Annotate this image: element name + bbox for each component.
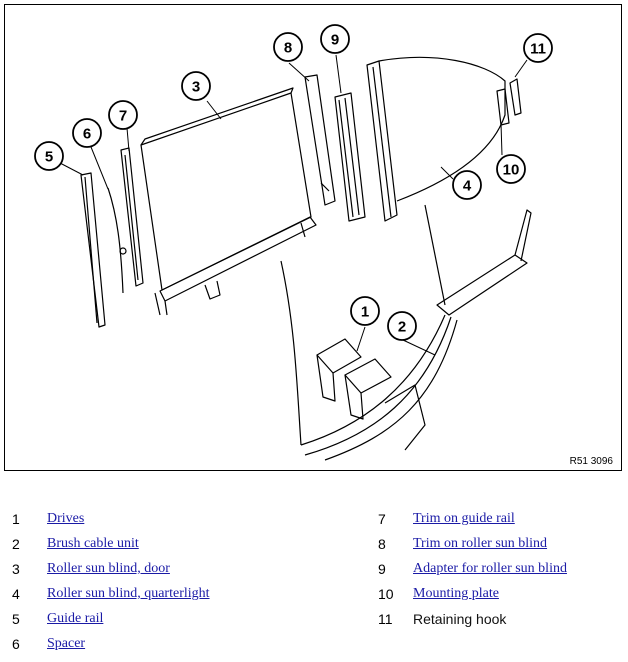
legend-item: 7 Trim on guide rail <box>378 508 618 530</box>
legend-item: 9 Adapter for roller sun blind <box>378 558 618 580</box>
legend-item-number: 7 <box>378 511 386 527</box>
legend-item-link[interactable]: Roller sun blind, quarterlight <box>47 586 210 601</box>
legend-item-link[interactable]: Drives <box>47 511 85 526</box>
legend-item-number: 4 <box>12 586 20 602</box>
callout-8: 8 <box>284 40 292 57</box>
callout-11: 11 <box>530 41 546 58</box>
trim-roller-blind-part <box>304 74 336 206</box>
legend-item-number: 9 <box>378 561 386 577</box>
callout-4: 4 <box>463 178 472 195</box>
legend-item-number: 6 <box>12 636 20 652</box>
legend-item-label: Retaining hook <box>413 611 507 627</box>
adapter-part <box>334 92 366 222</box>
exploded-diagram: 5 6 7 3 8 9 4 10 11 1 2 R51 3096 <box>4 4 622 471</box>
legend-item-link[interactable]: Mounting plate <box>413 586 499 601</box>
legend-item-number: 8 <box>378 536 386 552</box>
callout-7: 7 <box>119 108 127 125</box>
legend-item: 6 Spacer <box>12 633 252 655</box>
legend-item-number: 3 <box>12 561 20 577</box>
legend-item: 11 Retaining hook <box>378 608 618 630</box>
legend-item: 3 Roller sun blind, door <box>12 558 252 580</box>
legend-item: 1 Drives <box>12 508 252 530</box>
trim-guide-rail-part <box>120 147 144 287</box>
brush-cable-part <box>280 260 302 446</box>
callout-2: 2 <box>398 319 406 336</box>
legend-item-link[interactable]: Roller sun blind, door <box>47 561 170 576</box>
roller-blind-door-part <box>140 92 312 291</box>
legend-item-number: 1 <box>12 511 20 527</box>
legend-item: 4 Roller sun blind, quarterlight <box>12 583 252 605</box>
legend-item-link[interactable]: Brush cable unit <box>47 536 139 551</box>
legend-item: 5 Guide rail <box>12 608 252 630</box>
legend-item-link[interactable]: Trim on guide rail <box>413 511 515 526</box>
legend-item: 10 Mounting plate <box>378 583 618 605</box>
callout-6: 6 <box>83 126 91 143</box>
legend-item-number: 11 <box>378 611 393 627</box>
callout-1: 1 <box>361 304 369 321</box>
guide-rail-part <box>80 172 106 328</box>
legend-item: 8 Trim on roller sun blind <box>378 533 618 555</box>
roller-blind-quarterlight-part <box>366 60 398 222</box>
legend-item: 2 Brush cable unit <box>12 533 252 555</box>
callout-3: 3 <box>192 79 200 96</box>
mounting-plate-part <box>496 88 510 126</box>
callout-10: 10 <box>503 162 520 179</box>
legend-item-number: 2 <box>12 536 20 552</box>
figure-reference: R51 3096 <box>569 456 613 467</box>
spacer-part <box>107 187 124 294</box>
legend-item-link[interactable]: Guide rail <box>47 611 104 626</box>
callout-9: 9 <box>331 32 339 49</box>
legend-item-number: 5 <box>12 611 20 627</box>
callout-5: 5 <box>45 149 53 166</box>
legend-item-link[interactable]: Spacer <box>47 636 86 651</box>
drives-part <box>316 338 426 451</box>
retaining-hook-part <box>509 78 522 116</box>
legend-item-number: 10 <box>378 586 394 602</box>
legend-item-link[interactable]: Trim on roller sun blind <box>413 536 548 551</box>
diagram-drawing: 5 6 7 3 8 9 4 10 11 1 2 <box>34 24 553 461</box>
legend-item-link[interactable]: Adapter for roller sun blind <box>413 561 567 576</box>
